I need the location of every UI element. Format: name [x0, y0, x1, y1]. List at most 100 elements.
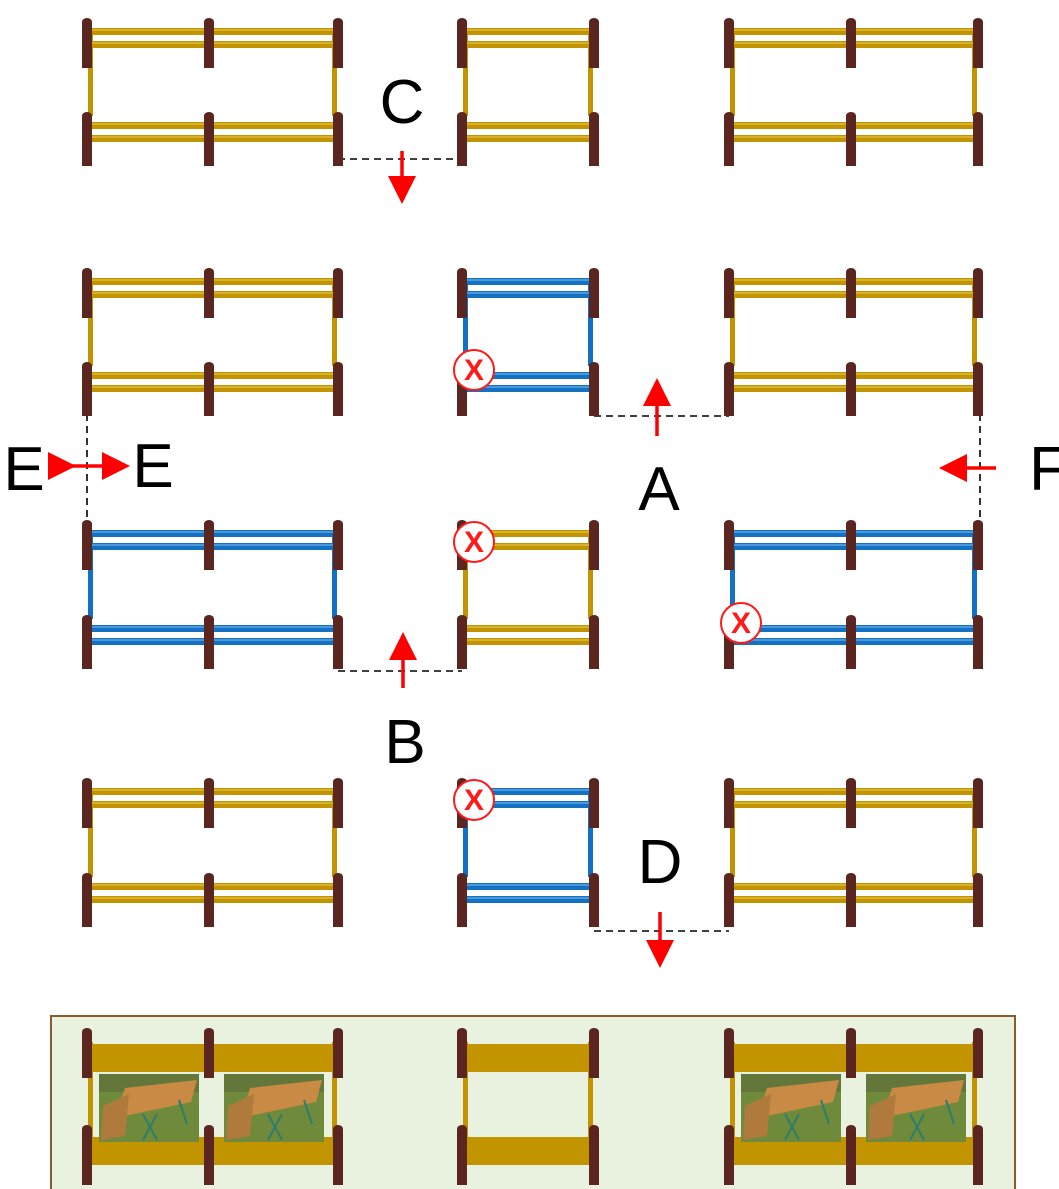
fence-post — [846, 272, 856, 318]
bottom-pen-right — [724, 1028, 983, 1185]
fence-rail — [462, 883, 594, 890]
fence-side-rail — [972, 792, 977, 877]
x-marker-label: X — [464, 354, 484, 387]
fence-post — [846, 1129, 856, 1185]
fence-set-row3-right — [724, 520, 983, 669]
fence-post — [589, 22, 599, 68]
fence-post — [973, 22, 983, 68]
fence-post-cap — [204, 18, 214, 26]
picnic-table-image — [99, 1074, 199, 1142]
fence-post — [82, 524, 92, 570]
fence-rail-shine — [462, 292, 594, 294]
fence-post — [333, 782, 343, 828]
fence-post — [589, 272, 599, 318]
bottom-pen-middle — [457, 1028, 599, 1185]
label-b: B — [384, 708, 425, 777]
fence-post-cap — [333, 778, 343, 786]
fence-post-cap — [724, 112, 734, 120]
fence-post-cap — [589, 18, 599, 26]
fence-post-cap — [846, 1028, 856, 1036]
fence-post-cap — [973, 1125, 983, 1133]
fence-rail-shine — [462, 897, 594, 899]
fence-post-cap — [333, 362, 343, 370]
fence-post — [204, 524, 214, 570]
fence-post — [204, 782, 214, 828]
fence-rail-shine — [462, 531, 594, 533]
fence-post-cap — [82, 1125, 92, 1133]
table-leg — [142, 1113, 158, 1141]
fence-side-rail — [463, 534, 468, 619]
fence-rail — [462, 291, 594, 298]
fence-post-cap — [589, 520, 599, 528]
x-marker: X — [453, 349, 495, 391]
fence-post — [846, 1032, 856, 1078]
table-top — [240, 1080, 322, 1118]
fence-post — [724, 366, 734, 416]
fence-rail-shine — [462, 802, 594, 804]
fence-post — [973, 272, 983, 318]
fence-side-rail — [88, 534, 93, 619]
x-marker-label: X — [464, 526, 484, 559]
bench — [101, 1094, 129, 1140]
fence-post — [333, 1032, 343, 1078]
table-leg — [909, 1113, 925, 1141]
fence-rail-shine — [462, 639, 594, 641]
fence-post-cap — [589, 362, 599, 370]
fence-post — [973, 877, 983, 927]
fence-post-cap — [333, 268, 343, 276]
solid-rail-top — [462, 1044, 594, 1072]
fence-post-cap — [204, 778, 214, 786]
fence-set-row2-left — [82, 268, 343, 416]
fence-post — [204, 22, 214, 68]
fence-post-cap — [82, 268, 92, 276]
x-marker-circle — [720, 602, 762, 644]
fence-post-cap — [204, 1125, 214, 1133]
fence-post — [457, 1032, 467, 1078]
fence-post — [724, 1032, 734, 1078]
fence-post — [204, 272, 214, 318]
table-leg — [820, 1099, 830, 1125]
fence-side-rail — [463, 792, 468, 877]
fence-post — [846, 366, 856, 416]
fence-post-cap — [846, 362, 856, 370]
table-leg — [784, 1113, 800, 1141]
fence-post-cap — [724, 1028, 734, 1036]
fence-post — [724, 1129, 734, 1185]
fence-side-rail — [972, 282, 977, 366]
x-marker-circle — [453, 521, 495, 563]
bench — [868, 1094, 896, 1140]
fence-post-cap — [204, 873, 214, 881]
fence-rail — [462, 530, 594, 537]
fence-post-cap — [204, 520, 214, 528]
fence-post-cap — [846, 778, 856, 786]
fence-post-cap — [846, 112, 856, 120]
fence-rail — [462, 896, 594, 903]
fence-post — [333, 272, 343, 318]
fence-post — [204, 877, 214, 927]
table-top — [882, 1080, 964, 1118]
fence-rail-shine — [462, 279, 594, 281]
label-a: A — [638, 455, 680, 524]
table-leg — [945, 1099, 955, 1125]
x-marker-label: X — [731, 607, 751, 640]
label-f: F — [1029, 435, 1059, 504]
fence-rail-shine — [462, 884, 594, 886]
fence-side-rail — [730, 1042, 735, 1139]
fence-post-cap — [973, 362, 983, 370]
fence-post — [846, 524, 856, 570]
fence-post-cap — [333, 873, 343, 881]
fence-post — [204, 366, 214, 416]
fence-post-cap — [973, 778, 983, 786]
fence-post-cap — [82, 778, 92, 786]
fence-set-row3-left — [82, 520, 343, 669]
fence-rail-shine — [462, 123, 594, 125]
picnic-table-image — [224, 1074, 324, 1142]
fence-side-rail — [332, 1042, 337, 1139]
move-arrows — [48, 151, 996, 968]
fence-post — [333, 619, 343, 669]
fence-post-cap — [82, 615, 92, 623]
solid-rail-bottom — [462, 1137, 594, 1165]
fence-post — [457, 116, 467, 166]
fence-side-rail — [332, 282, 337, 366]
fence-post — [846, 619, 856, 669]
